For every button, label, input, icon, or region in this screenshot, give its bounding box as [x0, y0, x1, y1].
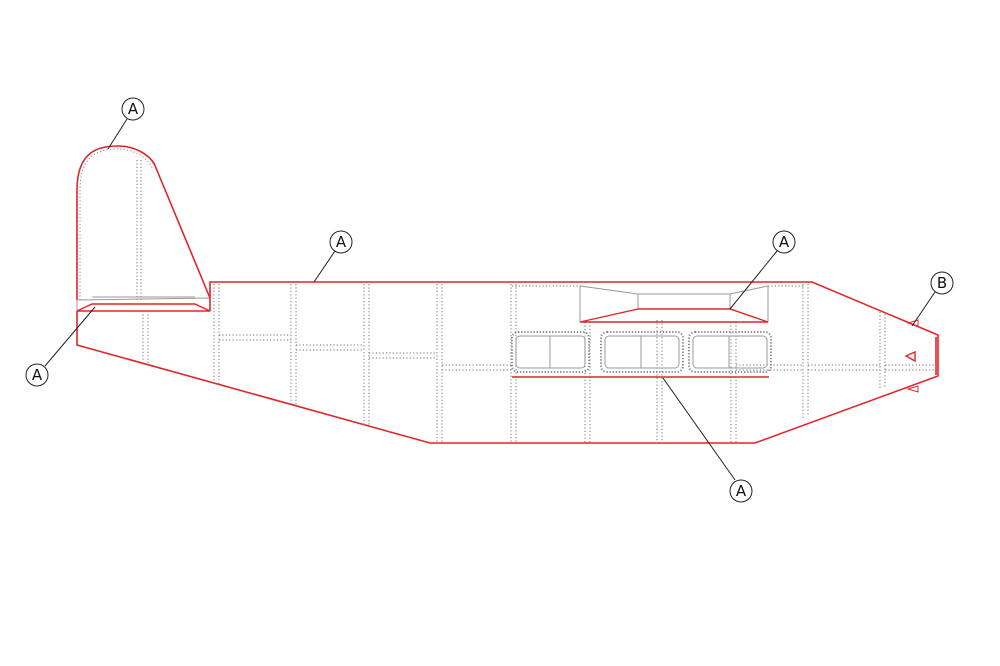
tail-fin-outline [76, 145, 211, 300]
nose-marker-triangle [904, 350, 916, 363]
frame-rivet-lines [142, 284, 886, 443]
cabin-window [688, 331, 772, 373]
top-hatch [579, 285, 769, 323]
cabin-windows [511, 331, 772, 378]
callouts: A A A A A B [25, 97, 954, 503]
callout-b-nose: B [911, 271, 954, 327]
callout-label: B [937, 274, 947, 292]
callout-label: A [336, 233, 347, 251]
nose-small-triangle [906, 385, 919, 393]
callout-a-top-hatch: A [729, 230, 796, 310]
fuselage [76, 281, 939, 444]
callout-label: A [32, 366, 43, 384]
callout-a-tail-base: A [25, 306, 96, 387]
cabin-window [511, 331, 590, 373]
tail-fin-rivet-edge [79, 148, 154, 300]
stringer-rivet-lines [219, 334, 936, 371]
nose-details [904, 319, 937, 393]
callout-label: A [128, 100, 139, 118]
callout-label: A [736, 482, 747, 500]
fuselage-outline [76, 281, 939, 444]
top-hatch-red-trim [579, 308, 769, 323]
callout-a-fuselage-top: A [313, 230, 353, 283]
callout-label: A [779, 233, 790, 251]
tail-fin-base-red [76, 303, 211, 312]
callout-a-fin-top: A [107, 97, 145, 150]
callout-a-window-sill: A [662, 377, 753, 503]
cabin-window [600, 331, 684, 373]
tail-fin [76, 145, 211, 312]
top-hatch-fairing [579, 285, 769, 323]
